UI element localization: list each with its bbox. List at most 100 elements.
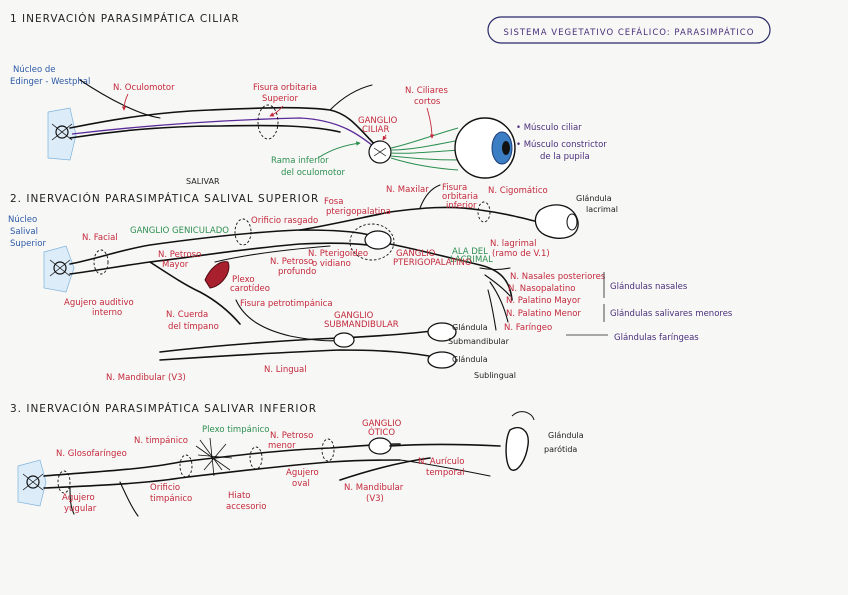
section-1-ciliar: 1 INERVACIÓN PARASIMPÁTICA CILIAR Núcleo… — [10, 12, 607, 179]
n-petroso-prof-line2: profundo — [278, 267, 316, 277]
glandulas-salivares-label: Glándulas salivares menores — [610, 309, 733, 319]
ganglio-subm-line2: SUBMANDIBULAR — [324, 320, 399, 330]
glandula-lagrimal-line2: lacrimal — [586, 205, 618, 214]
ganglion-otico — [368, 437, 392, 455]
fisura-inf-line2: orbitaria — [442, 192, 478, 202]
fisura-inf-line1: Fisura — [442, 183, 467, 193]
nucleo-salival-line2: Salival — [10, 227, 38, 237]
n-facial-label: N. Facial — [82, 233, 118, 243]
section-1-title: 1 INERVACIÓN PARASIMPÁTICA CILIAR — [10, 12, 240, 25]
n-petroso-menor-line2: menor — [268, 441, 296, 451]
ramos-ptg-list: N. Nasales posteriores N. Nasopalatino N… — [504, 272, 606, 333]
eyeball — [454, 117, 516, 179]
musculo-constrictor-line1: • Músculo constrictor — [516, 140, 607, 150]
header-title: SISTEMA VEGETATIVO CEFÁLICO: PARASIMPÁTI… — [504, 26, 755, 38]
agujero-auditivo-line2: interno — [92, 308, 122, 318]
nucleus-salival-superior — [43, 245, 75, 293]
glandulas-faringeas-label: Glándulas faríngeas — [614, 333, 699, 343]
ramo-palatino-menor: N. Palatino Menor — [506, 309, 581, 319]
ganglion-pterigopalatino — [364, 230, 392, 250]
orificio-timp-line1: Orificio — [150, 483, 180, 493]
n-pterigoideo-line2: o vidiano — [312, 259, 351, 269]
fisura-orbitaria-line2: Superior — [262, 94, 298, 104]
n-lagrimal-line2: (ramo de V.1) — [492, 249, 550, 259]
n-maxilar-label: N. Maxilar — [386, 185, 429, 195]
ganglio-otico-line2: ÓTICO — [368, 426, 395, 438]
orificio-timp-line2: timpánico — [150, 494, 192, 504]
n-lingual-label: N. Lingual — [264, 365, 307, 375]
agujero-oval-line2: oval — [292, 479, 310, 489]
ganglio-ciliar-line1: GANGLIO — [358, 116, 398, 126]
glandula-parotida-line1: Glándula — [548, 431, 584, 440]
agujero-yugular-line2: yugular — [64, 504, 97, 514]
ramo-palatino-mayor: N. Palatino Mayor — [506, 296, 581, 306]
n-petroso-mayor-line2: Mayor — [162, 260, 189, 270]
ganglion-submandibular — [333, 332, 355, 348]
ala-lacrimal-line2: LACRIMAL — [450, 255, 493, 265]
ganglio-subm-line1: GANGLIO — [334, 311, 374, 321]
cuerda-line2: del tímpano — [168, 322, 219, 332]
nucleo-ew-line2: Edinger - Westphal — [10, 77, 90, 87]
n-pterigoideo-line1: N. Pterigoideo — [308, 249, 368, 259]
hiato-line1: Hiato — [228, 491, 251, 501]
nucleo-salival-line3: Superior — [10, 239, 46, 249]
rama-inferior-line2: del oculomotor — [281, 168, 346, 178]
n-mandibular3-line1: N. Mandibular — [344, 483, 404, 493]
ganglio-ptg-line1: GANGLIO — [396, 249, 436, 259]
n-petroso-mayor-line1: N. Petroso — [158, 250, 201, 260]
n-cigomatico-label: N. Cigomático — [488, 186, 548, 196]
orificio-rasgado-mark — [234, 218, 252, 246]
section-3-salivar-inferior: 3. INERVACIÓN PARASIMPÁTICA SALIVAR INFE… — [10, 402, 584, 517]
plexo-timpanico — [195, 437, 233, 477]
n-ciliares-line1: N. Ciliares — [405, 86, 449, 96]
header-title-box: SISTEMA VEGETATIVO CEFÁLICO: PARASIMPÁTI… — [487, 16, 771, 44]
orificio-rasgado-label: Orificio rasgado — [251, 216, 318, 226]
rama-inferior-line1: Rama inferior — [271, 156, 329, 166]
nucleus-salival-inferior — [17, 459, 47, 507]
musculo-constrictor-line2: de la pupila — [540, 152, 590, 162]
glandula-sublingual — [427, 351, 457, 369]
ganglio-ptg-line2: PTERIGOPALATINO — [393, 258, 472, 268]
nucleo-ew-line1: Núcleo de — [13, 65, 56, 75]
n-mandibular3-line2: (V3) — [366, 494, 384, 504]
n-auriculo-line1: N. Aurículo — [418, 457, 464, 467]
glandula-submandibular — [427, 322, 457, 342]
glandula-subm-line1: Glándula — [452, 323, 488, 332]
agujero-yugular-line1: Agujero — [62, 493, 95, 503]
glandula-subl-line1: Glándula — [452, 355, 488, 364]
salivar-note: SALIVAR — [186, 177, 220, 186]
glandulas-nasales-label: Glándulas nasales — [610, 282, 688, 292]
agujero-auditivo-mark — [93, 249, 109, 275]
ramo-faringeo: N. Faríngeo — [504, 323, 552, 333]
plexo-timp-label: Plexo timpánico — [202, 425, 269, 435]
glandula-parotida-line2: parótida — [544, 444, 577, 454]
glandula-lagrimal-line1: Glándula — [576, 194, 612, 203]
ganglio-ciliar-line2: CILIAR — [362, 125, 389, 135]
n-petroso-prof-line1: N. Petroso — [270, 257, 313, 267]
nucleus-edinger-westphal — [47, 107, 77, 161]
section-2-title: 2. INERVACIÓN PARASIMPÁTICA SALIVAL SUPE… — [10, 192, 319, 205]
glandula-subl-line2: Sublingual — [474, 371, 516, 380]
n-lagrimal-line1: N. lagrimal — [490, 239, 536, 249]
glandula-subm-line2: Submandibular — [448, 337, 510, 346]
fosa-ptg-line2: pterigopalatina — [326, 207, 391, 217]
ramo-nasopalatino: N. Nasopalatino — [508, 284, 575, 294]
fissure-orbital-superior-mark — [257, 104, 279, 140]
ramo-nasales: N. Nasales posteriores — [510, 272, 606, 282]
ganglio-geniculado-label: GANGLIO GENICULADO — [130, 226, 229, 236]
n-mandibular-label: N. Mandibular (V3) — [106, 373, 186, 383]
nucleo-salival-line1: Núcleo — [8, 215, 37, 225]
n-gloso-label: N. Glosofaríngeo — [56, 449, 127, 459]
glandula-lagrimal — [534, 204, 579, 239]
fisura-orbitaria-line1: Fisura orbitaria — [253, 83, 317, 93]
n-oculomotor-label: N. Oculomotor — [113, 83, 175, 93]
fosa-ptg-line1: Fosa — [324, 197, 343, 207]
glandula-parotida — [505, 411, 535, 471]
ganglio-otico-line1: GANGLIO — [362, 419, 402, 429]
plexo-carotideo — [204, 261, 230, 289]
n-auriculo-line2: temporal — [426, 468, 465, 478]
n-petroso-menor-line1: N. Petroso — [270, 431, 313, 441]
short-ciliary-nerves — [390, 127, 461, 171]
section-2-salival-superior: 2. INERVACIÓN PARASIMPÁTICA SALIVAL SUPE… — [8, 177, 733, 383]
